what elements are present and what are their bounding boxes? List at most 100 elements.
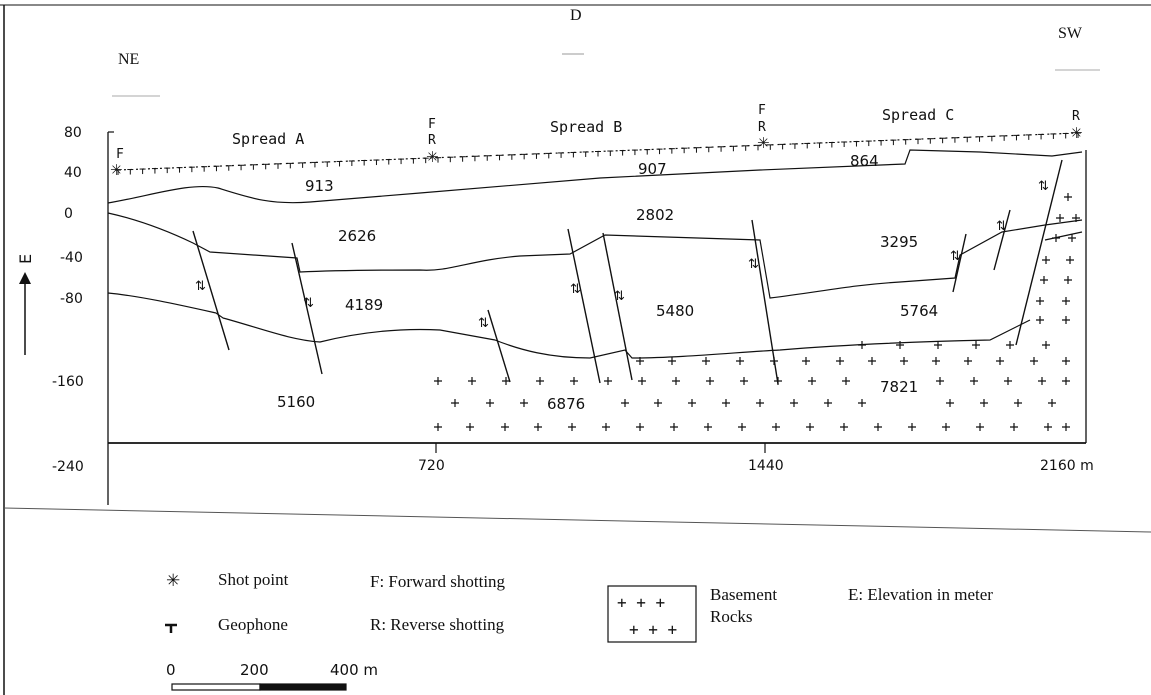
fault-arrow-icon: ⇅	[478, 316, 489, 331]
fault-line	[952, 233, 967, 293]
elev-tick-80: 80	[64, 125, 82, 141]
shot-point-icon: ✳	[426, 148, 439, 166]
basement-plus	[790, 399, 798, 407]
elev-tick-m40: -40	[60, 250, 83, 266]
shot-code-1-r: R	[428, 133, 436, 148]
basement-plus	[836, 357, 844, 365]
elev-tick-m160: -160	[52, 374, 84, 390]
basement-plus	[638, 377, 646, 385]
basement-plus	[466, 423, 474, 431]
velocity-4189: 4189	[345, 296, 383, 314]
elevation-arrow-head	[19, 272, 31, 284]
velocity-5480: 5480	[656, 302, 694, 320]
basement-plus	[636, 357, 644, 365]
legend-basement-1: Basement	[710, 585, 777, 604]
basement-plus	[970, 377, 978, 385]
basement-plus	[1036, 316, 1044, 324]
basement-plus	[806, 423, 814, 431]
basement-plus	[1062, 297, 1070, 305]
basement-plus	[908, 423, 916, 431]
ne-label: NE	[118, 51, 139, 68]
legend-shot-point: Shot point	[218, 570, 289, 589]
velocity-913: 913	[305, 177, 334, 195]
velocity-7821: 7821	[880, 378, 918, 396]
basement-plus	[1040, 276, 1048, 284]
fault-arrow-icon: ⇅	[748, 257, 759, 272]
shot-point-icon: ✳	[166, 571, 180, 591]
legend-elevation: E: Elevation in meter	[848, 585, 993, 604]
elev-tick-m240: -240	[52, 459, 84, 475]
basement-plus	[740, 377, 748, 385]
basement-legend-box	[607, 585, 697, 643]
basement-plus	[932, 357, 940, 365]
scale-bar-white	[171, 683, 261, 691]
basement-plus	[934, 341, 942, 349]
basement-plus	[1036, 297, 1044, 305]
velocity-864: 864	[850, 152, 879, 170]
shot-code-2-r: R	[758, 120, 766, 135]
basement-plus	[824, 399, 832, 407]
top-mark: D	[570, 7, 582, 24]
geophone-row	[115, 132, 1081, 175]
scale-bar-black	[259, 683, 347, 691]
basement-plus	[568, 423, 576, 431]
basement-plus	[602, 423, 610, 431]
basement-plus	[738, 423, 746, 431]
geophone-icon	[165, 623, 177, 633]
elev-tick-m80: -80	[60, 291, 83, 307]
basement-plus	[942, 423, 950, 431]
basement-plus	[1056, 214, 1064, 222]
scale-tick-200: 200	[240, 661, 269, 679]
velocity-6876-bg	[545, 394, 597, 413]
basement-pattern	[434, 193, 1080, 431]
elev-tick-40: 40	[64, 165, 82, 181]
basement-plus	[976, 423, 984, 431]
basement-plus	[434, 377, 442, 385]
basement-plus	[736, 357, 744, 365]
basement-plus	[1006, 341, 1014, 349]
basement-plus	[636, 423, 644, 431]
basement-plus	[434, 423, 442, 431]
basement-plus	[536, 377, 544, 385]
basement-plus	[900, 357, 908, 365]
basement-plus	[1044, 423, 1052, 431]
fault-arrow-icon: ⇅	[1038, 179, 1049, 194]
basement-plus	[1072, 214, 1080, 222]
boundary-layer1	[107, 149, 1083, 204]
basement-plus	[654, 399, 662, 407]
basement-plus	[1038, 377, 1046, 385]
shot-point-icon: ✳	[757, 134, 770, 152]
basement-plus	[1052, 234, 1060, 242]
basement-plus	[840, 423, 848, 431]
basement-plus	[772, 423, 780, 431]
shot-code-0: F	[116, 147, 124, 162]
boundary-layer2	[107, 212, 1083, 299]
basement-plus	[706, 377, 714, 385]
basement-plus	[486, 399, 494, 407]
basement-plus	[1062, 357, 1070, 365]
basement-plus	[1066, 256, 1074, 264]
basement-plus	[1062, 377, 1070, 385]
basement-plus	[722, 399, 730, 407]
legend-basement-2: Rocks	[710, 607, 753, 626]
boundary-layer3	[107, 292, 1031, 359]
shot-code-1-f: F	[428, 117, 436, 132]
basement-plus	[501, 423, 509, 431]
legend-reverse: R: Reverse shotting	[370, 615, 505, 634]
basement-plus	[1030, 357, 1038, 365]
basement-plus	[702, 357, 710, 365]
basement-plus	[1042, 341, 1050, 349]
fault-arrow-icon: ⇅	[996, 219, 1007, 234]
basement-plus	[868, 357, 876, 365]
fault-arrow-icon: ⇅	[195, 279, 206, 294]
velocity-7821-bg	[878, 377, 930, 396]
basement-plus	[972, 341, 980, 349]
fault-line	[751, 219, 779, 385]
basement-plus	[802, 357, 810, 365]
fault-arrow-icon: ⇅	[570, 282, 581, 297]
fault-arrow-icon: ⇅	[950, 249, 961, 264]
fault-line	[192, 230, 230, 351]
velocity-2626: 2626	[338, 227, 376, 245]
basement-plus	[670, 423, 678, 431]
basement-plus	[896, 341, 904, 349]
